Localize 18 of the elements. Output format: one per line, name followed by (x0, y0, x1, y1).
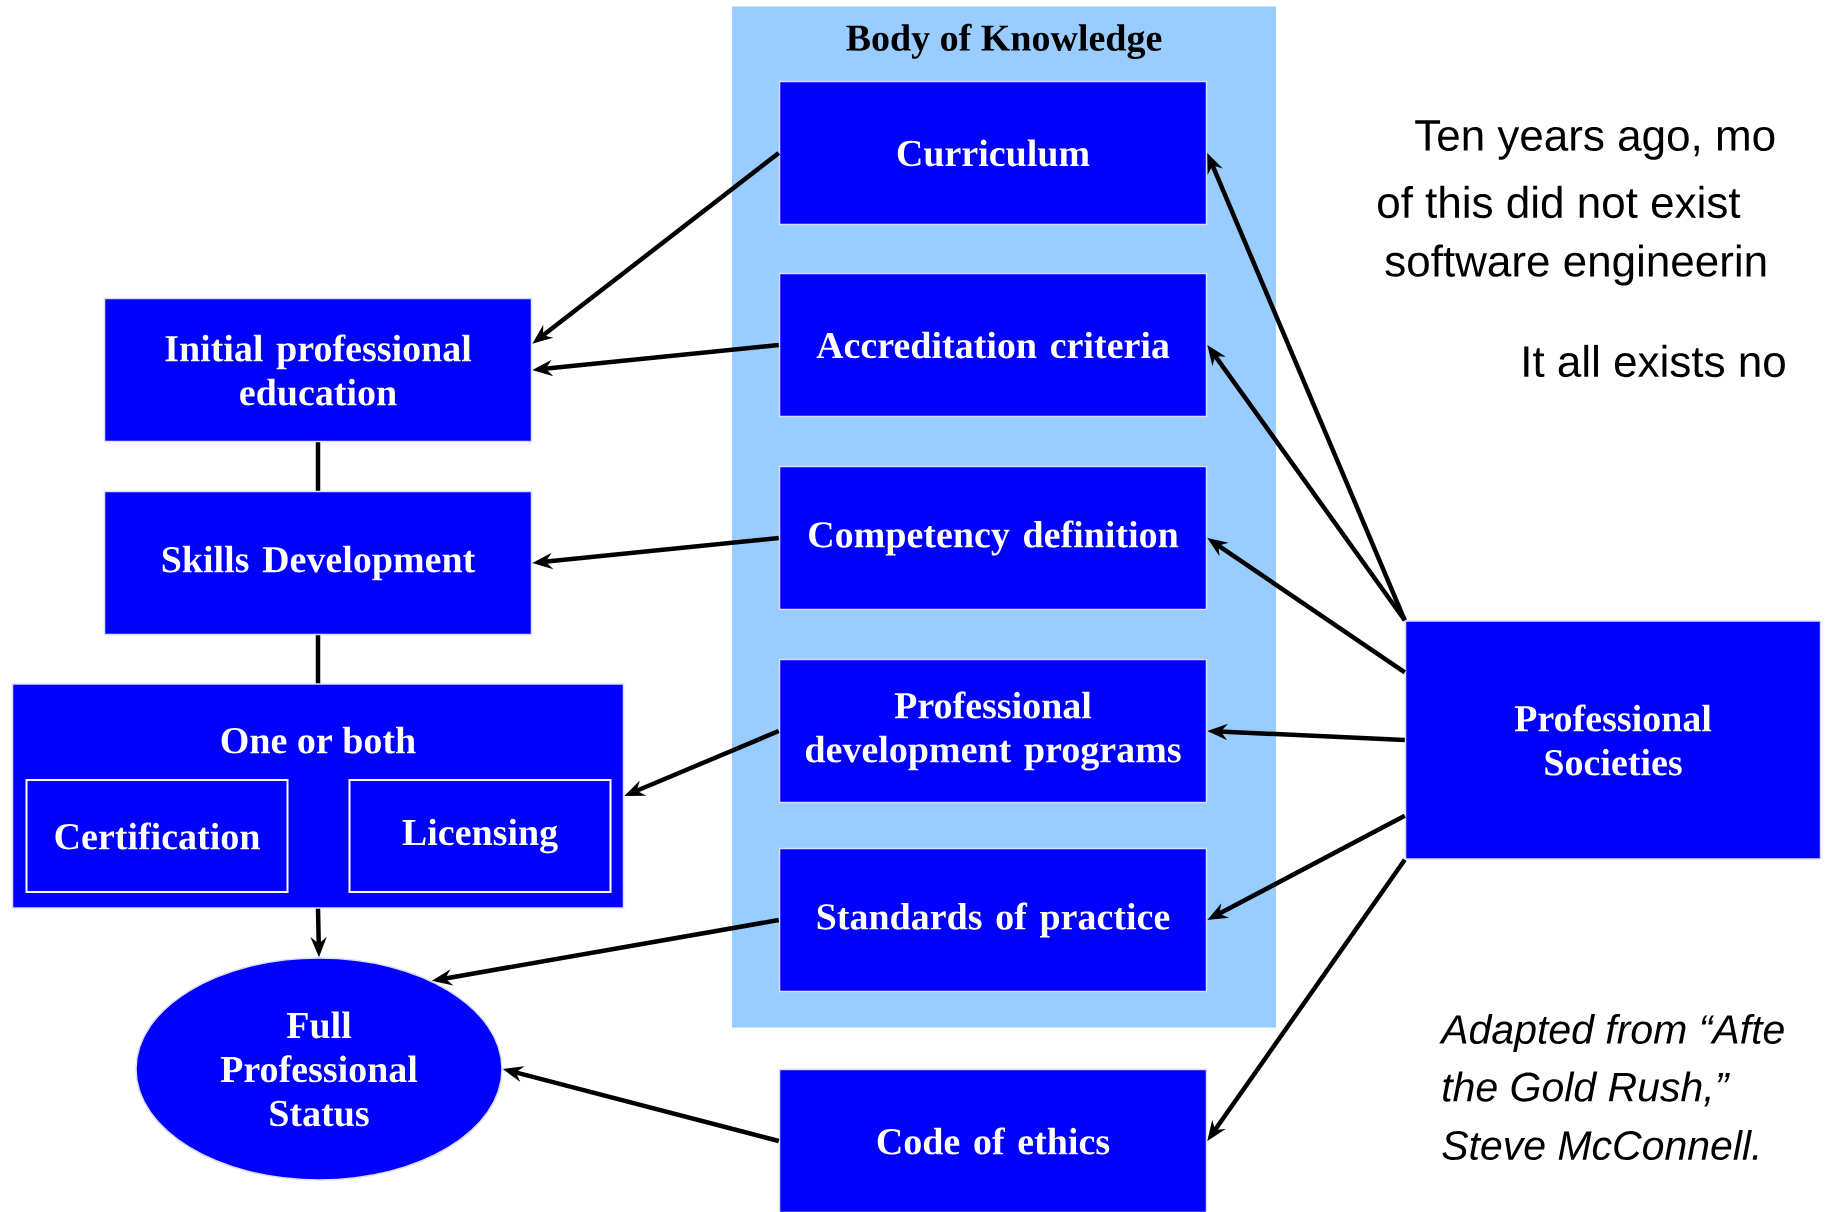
process-box: Code of ethics (778, 1068, 1208, 1212)
process-box: Initial professional education (103, 297, 533, 443)
process-box: Standards of practice (778, 847, 1208, 993)
source-note: the Gold Rush,” (1443, 1071, 1730, 1107)
note-text: Ten years ago, mo (1415, 120, 1775, 160)
process-box: Competency definition (778, 465, 1208, 611)
source-note: Adapted from “Afte (1439, 1013, 1784, 1053)
source-note: Steve McConnell. (1442, 1129, 1758, 1161)
process-box: Curriculum (778, 80, 1208, 226)
note-text: It all exists no (1524, 344, 1785, 378)
process-box: Skills Development (103, 490, 533, 636)
process-box: Certification (25, 779, 289, 893)
process-box: Professional Societies (1404, 620, 1822, 860)
process-box: Professional development programs (778, 658, 1208, 804)
process-box: Licensing (348, 779, 612, 893)
process-box: Accreditation criteria (778, 272, 1208, 418)
note-text: software engineerin (1385, 244, 1766, 286)
note-text: of this did not exist (1378, 185, 1741, 219)
